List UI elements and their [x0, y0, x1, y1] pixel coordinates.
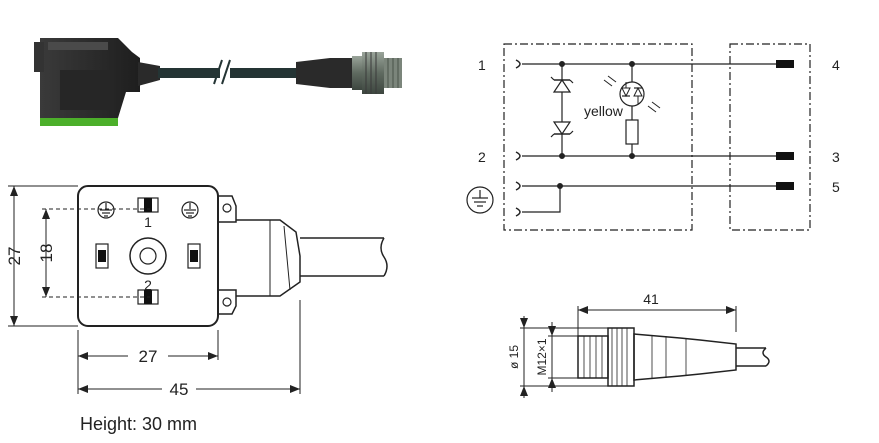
dim-label-height: 27	[5, 247, 24, 266]
dim-18v-arrow-top	[42, 209, 50, 219]
socket-pe-2	[515, 207, 521, 217]
m12-overmold-outline	[633, 333, 737, 381]
dim-d15-arrow-top	[520, 318, 528, 328]
top-ear	[218, 195, 237, 223]
top-ear-hole	[222, 203, 232, 213]
pin-block-3	[776, 152, 794, 160]
dim-label-dia15: ø 15	[507, 345, 521, 369]
light-arrows-right	[647, 101, 661, 113]
m12-nut-b	[362, 52, 384, 94]
bottom-ear-hole	[222, 297, 232, 307]
contact-top	[137, 197, 159, 213]
product-photo	[34, 38, 402, 126]
dim-label-length: 45	[170, 380, 189, 399]
enclosure-right	[729, 43, 811, 231]
dim-18v-arrow-bottom	[42, 287, 50, 297]
housing-face	[60, 70, 110, 110]
pin-label-5: 5	[832, 179, 840, 195]
pin-block-4	[776, 60, 794, 68]
enclosure-left	[503, 43, 693, 231]
dim-m12-arrow-bottom	[548, 378, 556, 388]
dim-label-thread: M12×1	[535, 338, 549, 375]
cable-break	[380, 237, 388, 277]
cable-body-line-b	[283, 225, 291, 291]
wiring-schematic	[466, 43, 811, 231]
dim-41-arrow-right	[726, 306, 736, 314]
wire-pe-jumper	[522, 186, 561, 213]
junction-d-top	[559, 61, 565, 67]
bicolor-led-icon	[619, 81, 645, 107]
light-arrows-left	[603, 75, 617, 87]
housing-top-ridge	[48, 42, 108, 50]
dim-41-arrow-left	[578, 306, 588, 314]
cable-left	[158, 68, 220, 78]
socket-1	[515, 59, 521, 69]
junction-led-bottom	[629, 153, 635, 159]
cable-break-mark-2	[221, 59, 231, 85]
housing-side-tab	[34, 42, 44, 72]
dim-45h-arrow-right	[290, 385, 300, 393]
dim-label-41: 41	[643, 291, 659, 307]
contact-left	[95, 243, 109, 269]
height-caption: Height: 30 mm	[80, 414, 198, 434]
diode-top	[550, 76, 574, 93]
dim-27h-arrow-right	[208, 352, 218, 360]
bottom-ear	[218, 289, 237, 315]
front-view-drawing	[8, 185, 388, 394]
cable-right	[230, 68, 300, 78]
pin-label-2: 2	[478, 149, 486, 165]
contact-right	[187, 243, 201, 269]
ground-symbol-right	[181, 201, 199, 219]
socket-2	[515, 151, 521, 161]
junction-pe	[557, 183, 563, 189]
pin-label-3: 3	[832, 149, 840, 165]
dim-27h-arrow-left	[78, 352, 88, 360]
dim-label-width: 27	[139, 347, 158, 366]
m12-nut-a	[352, 56, 362, 90]
junction-d-bottom	[559, 153, 565, 159]
socket-pe	[515, 181, 521, 191]
cable-body-outline	[236, 219, 301, 297]
green-gasket	[40, 118, 118, 126]
housing-pin-label-2: 2	[144, 277, 152, 293]
center-screw-outer	[129, 237, 167, 275]
led-color-label: yellow	[584, 103, 624, 119]
strain-relief	[138, 62, 160, 86]
m12-overmold	[296, 58, 352, 88]
m12-side-drawing	[520, 306, 770, 398]
pin-block-5	[776, 182, 794, 190]
center-screw-inner	[139, 247, 157, 265]
dim-d15-arrow-bottom	[520, 386, 528, 396]
ground-symbol-left	[97, 201, 115, 219]
dim-27v-arrow-top	[10, 186, 18, 196]
dim-label-pin-spacing: 18	[37, 244, 56, 263]
pin-label-4: 4	[832, 57, 840, 73]
cable-break-mark-1	[213, 59, 223, 85]
m12-thread-outline	[577, 335, 609, 379]
dim-27v-arrow-bottom	[10, 316, 18, 326]
protective-earth-icon	[466, 186, 494, 214]
housing-pin-label-1: 1	[144, 214, 152, 230]
dim-45h-arrow-left	[78, 385, 88, 393]
m12-cable-break	[762, 347, 770, 367]
dim-m12-arrow-top	[548, 326, 556, 336]
pin-label-1: 1	[478, 57, 486, 73]
diode-bottom	[550, 121, 574, 138]
junction-led-top	[629, 61, 635, 67]
resistor	[625, 119, 639, 145]
housing-outline	[77, 185, 219, 327]
